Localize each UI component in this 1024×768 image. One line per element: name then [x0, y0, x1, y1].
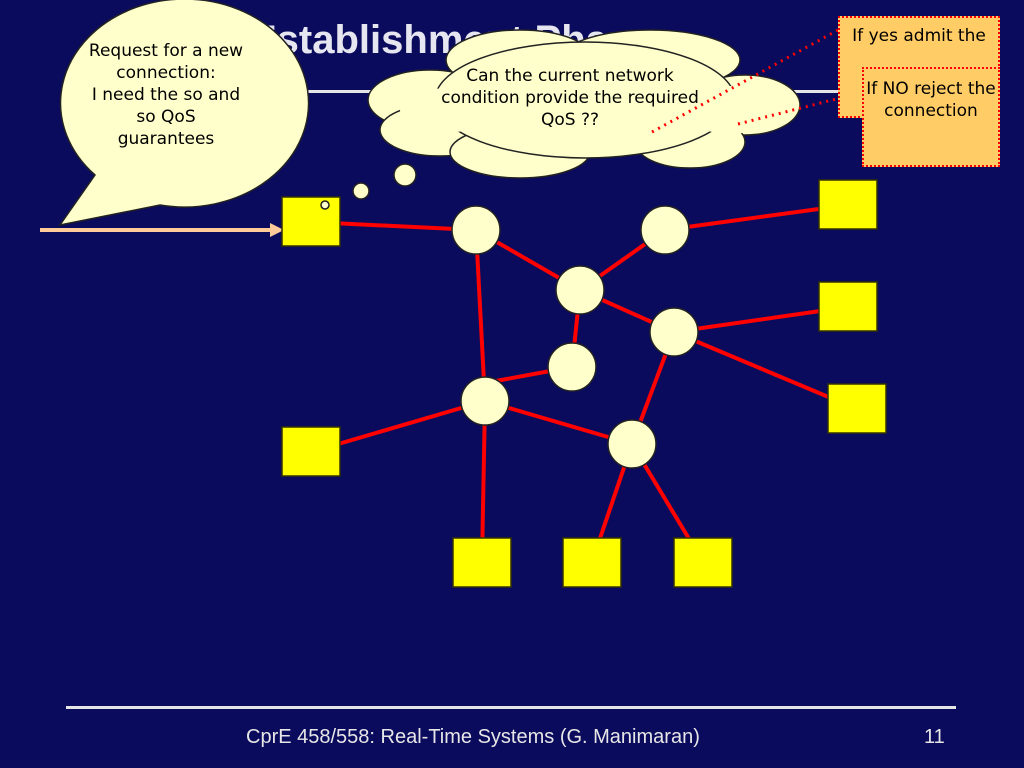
request-arrow: [40, 223, 284, 237]
router: [649, 307, 699, 357]
link: [673, 330, 858, 411]
host: [818, 281, 878, 332]
thought-bubble-text: Can the current network condition provid…: [441, 66, 699, 130]
speech-line-1: Request for a new connection:: [88, 41, 244, 83]
footer-text: CprE 458/558: Real-Time Systems (G. Mani…: [246, 726, 700, 748]
thought-cloud: [367, 29, 801, 179]
note-admit-text: If yes admit the: [852, 26, 986, 46]
host: [827, 383, 887, 434]
hosts: [281, 179, 887, 588]
footer-rule: [66, 706, 956, 709]
host: [818, 179, 878, 230]
host: [562, 537, 622, 588]
note-connectors: [651, 28, 865, 134]
router: [460, 376, 510, 426]
host: [281, 426, 341, 477]
link: [664, 203, 849, 232]
router: [547, 342, 597, 392]
note-reject-text: If NO reject the connection: [866, 79, 996, 121]
speech-bubble-text: Request for a new connection: I need the…: [86, 40, 246, 150]
note-reject: If NO reject the connection: [862, 67, 1000, 167]
host-source: [281, 196, 341, 247]
link: [480, 400, 487, 563]
speech-line-2: I need the so and so QoS guarantees: [91, 85, 241, 149]
routers: [451, 205, 699, 469]
host: [452, 537, 512, 588]
link: [484, 399, 633, 446]
router: [451, 205, 501, 255]
router: [555, 265, 605, 315]
router: [640, 205, 690, 255]
host: [673, 537, 733, 588]
page-number: 11: [924, 726, 945, 748]
thought-trail: [320, 163, 417, 210]
link: [474, 229, 487, 402]
speech-bubble: [58, 0, 310, 227]
router: [607, 419, 657, 469]
